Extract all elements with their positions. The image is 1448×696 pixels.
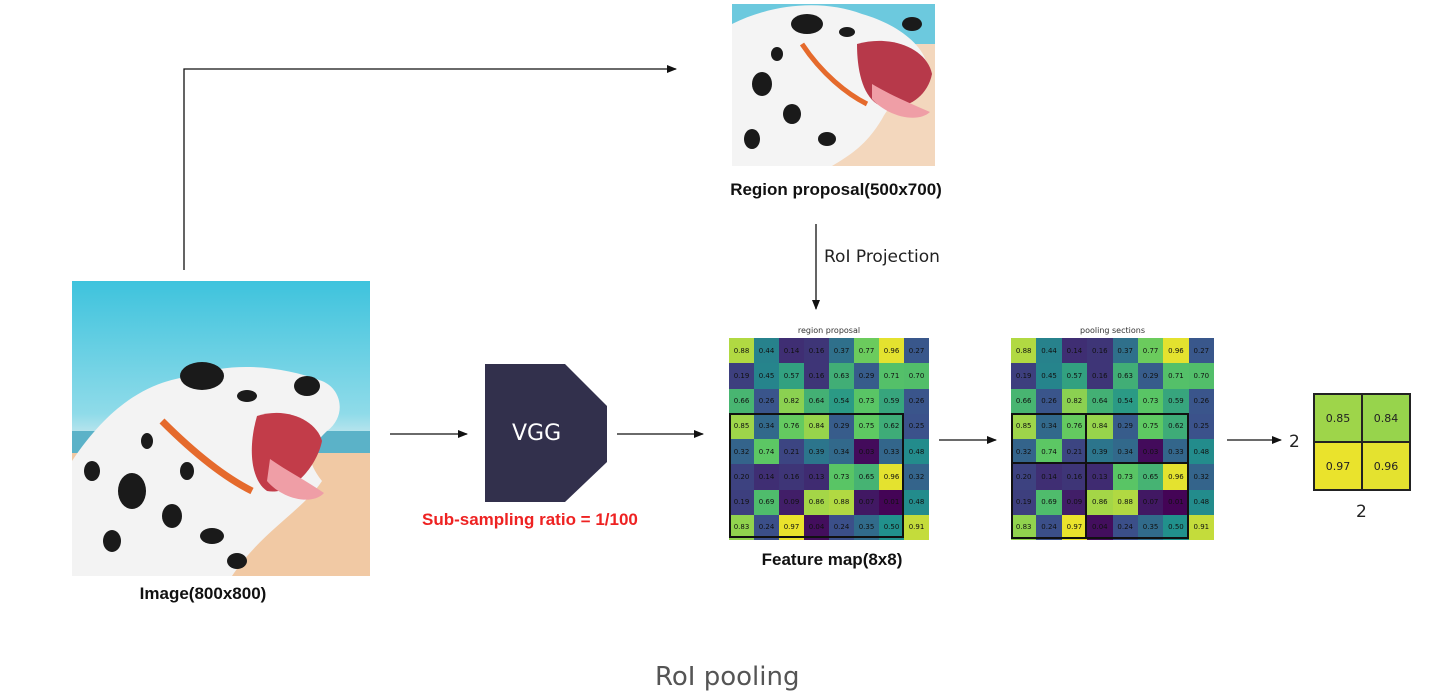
pooling-sections-cell: 0.64 (1087, 389, 1112, 414)
sub-sampling-ratio-label: Sub-sampling ratio = 1/100 (422, 510, 638, 530)
pooling-sections-cell: 0.14 (1062, 338, 1087, 363)
pooling-sections-title: pooling sections (1011, 326, 1214, 335)
feature-map-title: region proposal (729, 326, 929, 335)
pooling-sections-cell: 0.71 (1163, 363, 1188, 388)
pooling-sections-cell: 0.44 (1036, 338, 1061, 363)
region-proposal-label: Region proposal(500x700) (700, 180, 972, 200)
pooling-sections-cell: 0.66 (1011, 389, 1036, 414)
feature-map-cell: 0.37 (829, 338, 854, 363)
pooled-output-cell: 0.84 (1363, 395, 1409, 441)
feature-map-cell: 0.63 (829, 363, 854, 388)
pooling-sections-cell: 0.26 (1189, 389, 1214, 414)
pooling-sections-cell: 0.88 (1011, 338, 1036, 363)
feature-map-cell: 0.26 (754, 389, 779, 414)
pooling-sections-cell: 0.32 (1189, 464, 1214, 489)
pooling-sections-cell: 0.29 (1138, 363, 1163, 388)
pooling-section-bottom-left (1011, 462, 1087, 539)
region-proposal-highlight (729, 413, 904, 538)
pooling-section-top-left (1011, 413, 1087, 464)
pooling-sections-cell: 0.27 (1189, 338, 1214, 363)
pooling-sections-cell: 0.16 (1087, 363, 1112, 388)
pooling-sections-cell: 0.57 (1062, 363, 1087, 388)
feature-map-cell: 0.25 (904, 414, 929, 439)
feature-map-cell: 0.32 (904, 464, 929, 489)
feature-map-cell: 0.91 (904, 515, 929, 540)
image-label: Image(800x800) (72, 584, 334, 604)
pooling-sections-cell: 0.48 (1189, 439, 1214, 464)
pooling-sections-cell: 0.59 (1163, 389, 1188, 414)
feature-map-cell: 0.64 (804, 389, 829, 414)
feature-map-cell: 0.54 (829, 389, 854, 414)
pooling-sections-cell: 0.96 (1163, 338, 1188, 363)
feature-map-cell: 0.96 (879, 338, 904, 363)
pooling-sections-cell: 0.26 (1036, 389, 1061, 414)
pooling-section-top-right (1085, 413, 1189, 464)
pooling-sections-cell: 0.70 (1189, 363, 1214, 388)
pooling-sections-cell: 0.16 (1087, 338, 1112, 363)
pooling-sections-cell: 0.73 (1138, 389, 1163, 414)
feature-map-cell: 0.77 (854, 338, 879, 363)
feature-map-cell: 0.27 (904, 338, 929, 363)
pooling-sections-cell: 0.91 (1189, 515, 1214, 540)
feature-map-label: Feature map(8x8) (729, 550, 935, 570)
feature-map-cell: 0.14 (779, 338, 804, 363)
input-image (72, 281, 370, 576)
vgg-label: VGG (512, 421, 561, 446)
arrow-image-to-region (184, 69, 676, 270)
pooling-sections-cell: 0.63 (1113, 363, 1138, 388)
feature-map-cell: 0.88 (729, 338, 754, 363)
diagram-caption: RoI pooling (655, 662, 800, 692)
feature-map-cell: 0.29 (854, 363, 879, 388)
feature-map-cell: 0.59 (879, 389, 904, 414)
feature-map-cell: 0.16 (804, 338, 829, 363)
pooled-output-cell: 0.85 (1315, 395, 1361, 441)
feature-map-cell: 0.26 (904, 389, 929, 414)
feature-map-cell: 0.45 (754, 363, 779, 388)
feature-map-cell: 0.19 (729, 363, 754, 388)
region-proposal-image (732, 4, 935, 166)
feature-map-cell: 0.70 (904, 363, 929, 388)
pooling-sections-cell: 0.25 (1189, 414, 1214, 439)
feature-map-cell: 0.71 (879, 363, 904, 388)
pooling-section-bottom-right (1085, 462, 1189, 539)
pooling-sections-cell: 0.77 (1138, 338, 1163, 363)
roi-projection-label: RoI Projection (824, 247, 940, 267)
feature-map-cell: 0.48 (904, 439, 929, 464)
pooling-sections-cell: 0.45 (1036, 363, 1061, 388)
feature-map-cell: 0.16 (804, 363, 829, 388)
pooled-output-cell: 0.97 (1315, 443, 1361, 489)
pooling-sections-cell: 0.19 (1011, 363, 1036, 388)
feature-map-cell: 0.44 (754, 338, 779, 363)
output-dim-bottom-label: 2 (1356, 502, 1367, 522)
pooling-sections-cell: 0.82 (1062, 389, 1087, 414)
feature-map-cell: 0.73 (854, 389, 879, 414)
pooling-sections-cell: 0.37 (1113, 338, 1138, 363)
feature-map-cell: 0.57 (779, 363, 804, 388)
feature-map-cell: 0.66 (729, 389, 754, 414)
output-dim-right-label: 2 (1289, 432, 1300, 452)
pooled-output-cell: 0.96 (1363, 443, 1409, 489)
pooling-sections-cell: 0.48 (1189, 490, 1214, 515)
feature-map-cell: 0.48 (904, 490, 929, 515)
feature-map-cell: 0.82 (779, 389, 804, 414)
pooling-sections-cell: 0.54 (1113, 389, 1138, 414)
